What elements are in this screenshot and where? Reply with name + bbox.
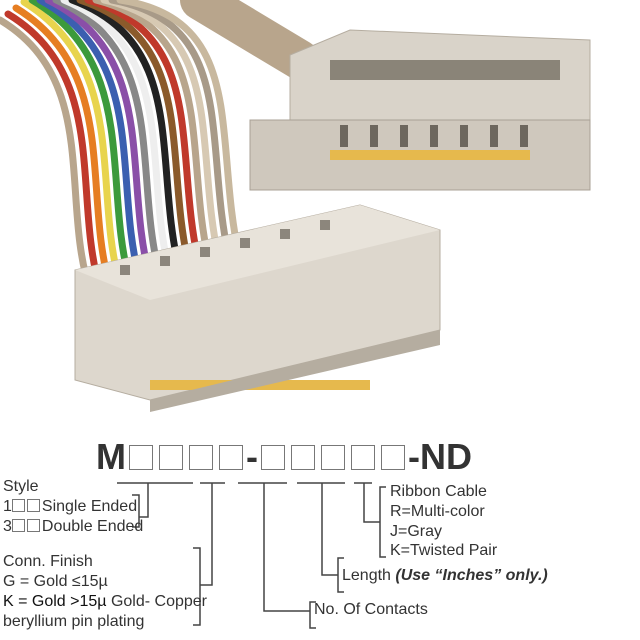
box-icon: [11, 499, 25, 512]
length-box: [321, 444, 345, 470]
cable-k: K=Twisted Pair: [390, 542, 498, 559]
style-box: [159, 444, 183, 470]
cable-box: [381, 444, 405, 470]
length-box: [351, 444, 375, 470]
style-title: Style: [3, 478, 39, 495]
style-single: 1 Single Ended: [3, 497, 137, 517]
style-double-label: Double Ended: [41, 518, 144, 535]
contacts-label: No. Of Contacts: [314, 601, 428, 618]
contacts-leader: [238, 482, 316, 629]
contacts-box: [291, 444, 315, 470]
cable-leader: [354, 482, 386, 558]
part-number-suffix: -ND: [408, 436, 472, 477]
length-leader: [297, 482, 345, 593]
box-icon: [26, 519, 40, 532]
connector-top-right: [249, 29, 591, 191]
style-code: 1: [3, 498, 12, 515]
part-number: M - -ND: [96, 436, 472, 478]
length-label: Length (Use “Inches” only.): [342, 566, 548, 586]
finish-g: G = Gold ≤15µ: [3, 573, 108, 590]
ribbon-cable-assembly-illustration: [0, 0, 591, 412]
box-icon: [11, 519, 25, 532]
finish-k-line2: beryllium pin plating: [3, 613, 145, 630]
style-box: [189, 444, 213, 470]
length-note: (Use “Inches” only.): [395, 567, 548, 584]
connector-bottom-left: [74, 204, 441, 412]
ribbon-cable: [0, 0, 320, 294]
part-number-separator: -: [246, 436, 258, 477]
cable-j: J=Gray: [390, 523, 443, 540]
contacts-box: [261, 444, 285, 470]
length-text: Length: [342, 567, 396, 584]
part-number-prefix: M: [96, 436, 126, 477]
finish-k: K = Gold >15µ Gold- Copper: [3, 592, 207, 612]
finish-k-code: K = Gold >15µ: [3, 593, 107, 610]
cable-r: R=Multi-color: [390, 503, 485, 520]
finish-k-rest: Gold- Copper: [106, 593, 208, 610]
finish-title: Conn. Finish: [3, 553, 93, 570]
style-box: [129, 444, 153, 470]
finish-box: [219, 444, 243, 470]
style-double: 3 Double Ended: [3, 517, 143, 537]
style-single-label: Single Ended: [41, 498, 138, 515]
cable-title: Ribbon Cable: [390, 483, 487, 500]
box-icon: [26, 499, 40, 512]
style-code: 3: [3, 518, 12, 535]
